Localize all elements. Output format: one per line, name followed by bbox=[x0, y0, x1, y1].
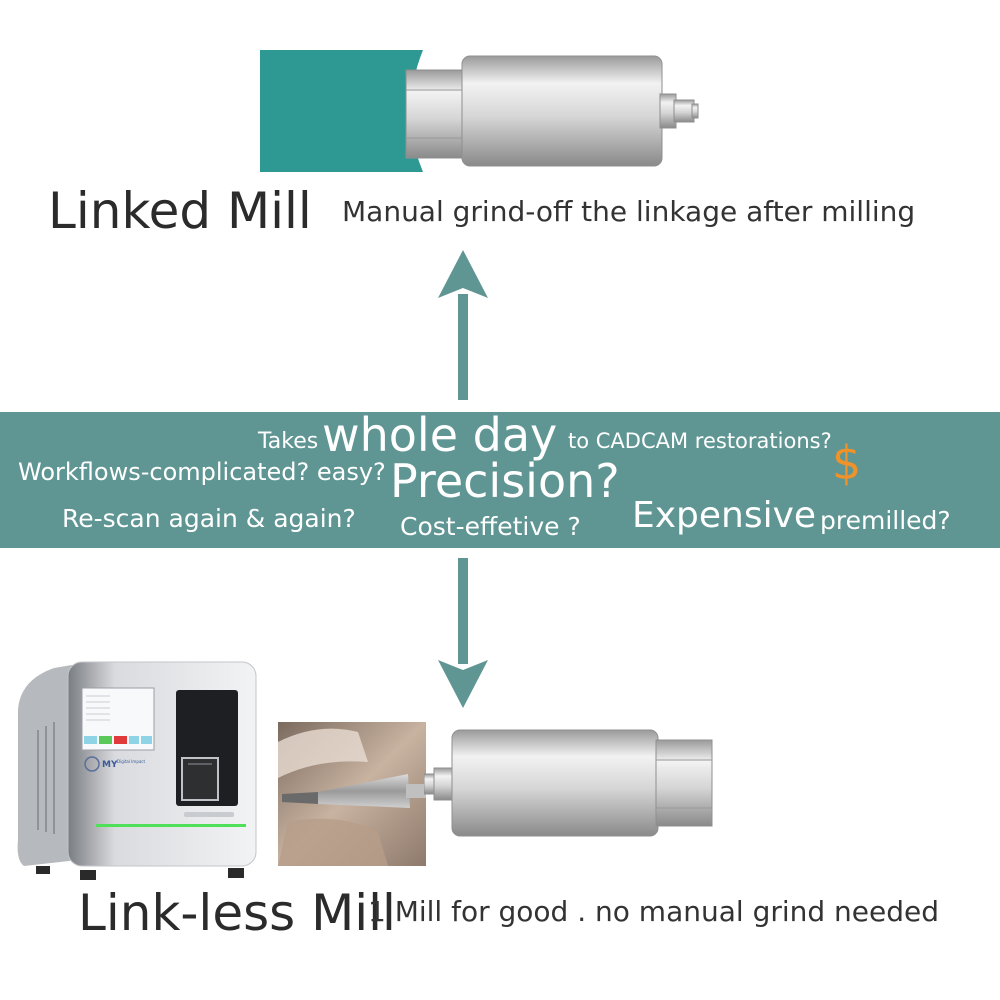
hex-nut-shape bbox=[405, 69, 465, 159]
linked-mill-subtitle: Manual grind-off the linkage after milli… bbox=[342, 195, 916, 228]
band-takes: Takes bbox=[258, 429, 319, 454]
pin-shape bbox=[673, 99, 695, 123]
question-band bbox=[0, 412, 1000, 548]
cylinder-body-shape bbox=[451, 729, 659, 837]
band-expensive: Expensive bbox=[632, 495, 817, 536]
linked-mill-title: Linked Mill bbox=[48, 182, 312, 240]
hex-nut-shape bbox=[655, 739, 713, 827]
arrow-up-icon bbox=[438, 250, 488, 400]
linked-mill-illustration bbox=[258, 46, 708, 176]
status-light-strip bbox=[96, 824, 246, 827]
hand-grinding-photo bbox=[278, 722, 426, 866]
cylinder-body-shape bbox=[461, 55, 663, 167]
arrow-down-icon bbox=[438, 558, 488, 708]
linkless-mill-subtitle: 1 Mill for good . no manual grind needed bbox=[368, 895, 940, 928]
milling-machine: MY Digital Impact bbox=[14, 660, 264, 888]
band-to-cadcam: to CADCAM restorations? bbox=[568, 429, 832, 453]
dollar-icon: $ bbox=[832, 436, 862, 490]
band-premilled: premilled? bbox=[820, 506, 951, 535]
machine-logo: MY bbox=[102, 760, 118, 770]
band-rescan: Re-scan again & again? bbox=[62, 504, 356, 533]
band-workflows: Workflows-complicated? easy? bbox=[18, 458, 386, 486]
machine-logo-sub: Digital Impact bbox=[117, 759, 146, 764]
band-cost: Cost-effetive ? bbox=[400, 512, 581, 541]
teal-block-shape bbox=[260, 50, 423, 172]
band-precision: Precision? bbox=[390, 454, 620, 508]
linkless-mill-illustration bbox=[424, 726, 744, 846]
linkless-mill-title: Link-less Mill bbox=[78, 884, 396, 942]
band-whole-day: whole day bbox=[322, 408, 558, 462]
